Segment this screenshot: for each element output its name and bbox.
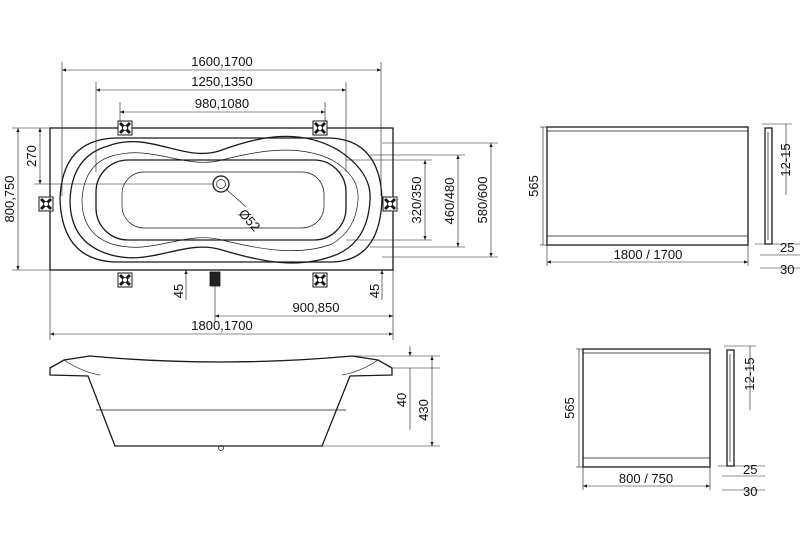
tub-wavy-rim [69,135,371,264]
tub-basin [95,159,347,241]
end-panel-face [582,348,711,468]
side-view: 40 430 [49,346,440,451]
label-bracket-spacing: 980,1080 [195,96,249,111]
front-panel-face [546,126,749,246]
label-overall-width: 800,750 [2,176,17,223]
label-basin-length: 1250,1350 [191,74,252,89]
tub-basin-bottom [121,171,325,229]
label-front-panel-30: 30 [780,262,794,277]
label-basin-width: 320/350 [409,177,424,224]
mounting-bracket-icon [311,119,329,137]
label-rim-thickness: 40 [394,393,409,407]
label-leg-offset-right: 45 [367,284,382,298]
label-drain-diameter: Ø52 [236,206,264,234]
front-panel: 565 1800 / 1700 12-15 25 30 [526,123,800,277]
drain-icon [212,175,230,193]
label-end-panel-height: 565 [562,397,577,419]
side-drain [218,445,224,451]
label-overall-length-top: 1600,1700 [191,54,252,69]
label-end-panel-top-gap: 12-15 [742,357,757,390]
label-overall-length-bottom: 1800,1700 [191,318,252,333]
mounting-bracket-icon [37,195,55,213]
drain-inner [216,179,226,189]
label-front-panel-top-gap: 12-15 [778,143,793,176]
plan-view: Ø52 1600,1700 1250,1350 980,1080 800,750 [2,54,498,340]
label-end-panel-width: 800 / 750 [619,471,673,486]
label-end-panel-25: 25 [743,462,757,477]
label-end-panel-30: 30 [743,484,757,499]
label-tub-outer-width: 580/600 [475,177,490,224]
tub-wavy-rim-inner [81,149,359,251]
tub-outer-shape [59,137,383,263]
bathtub-rim-outline [49,127,394,271]
mounting-bracket-icon [311,271,329,289]
end-panel-profile [726,349,735,467]
label-overflow-distance: 900,850 [293,300,340,315]
end-panel: 565 800 / 750 12-15 25 30 [562,345,765,499]
label-front-panel-width: 1800 / 1700 [614,247,683,262]
label-front-panel-25: 25 [780,240,794,255]
label-rim-inner-width: 460/480 [442,178,457,225]
label-front-panel-height: 565 [526,175,541,197]
label-tub-depth: 430 [416,399,431,421]
mounting-bracket-icon [116,119,134,137]
front-panel-profile [764,127,773,245]
mounting-bracket-icon [381,195,399,213]
tub-side-profile [49,355,393,447]
label-leg-offset-left: 45 [171,284,186,298]
overflow-icon [209,271,221,287]
mounting-bracket-icon [116,271,134,289]
label-drain-offset: 270 [24,145,39,167]
